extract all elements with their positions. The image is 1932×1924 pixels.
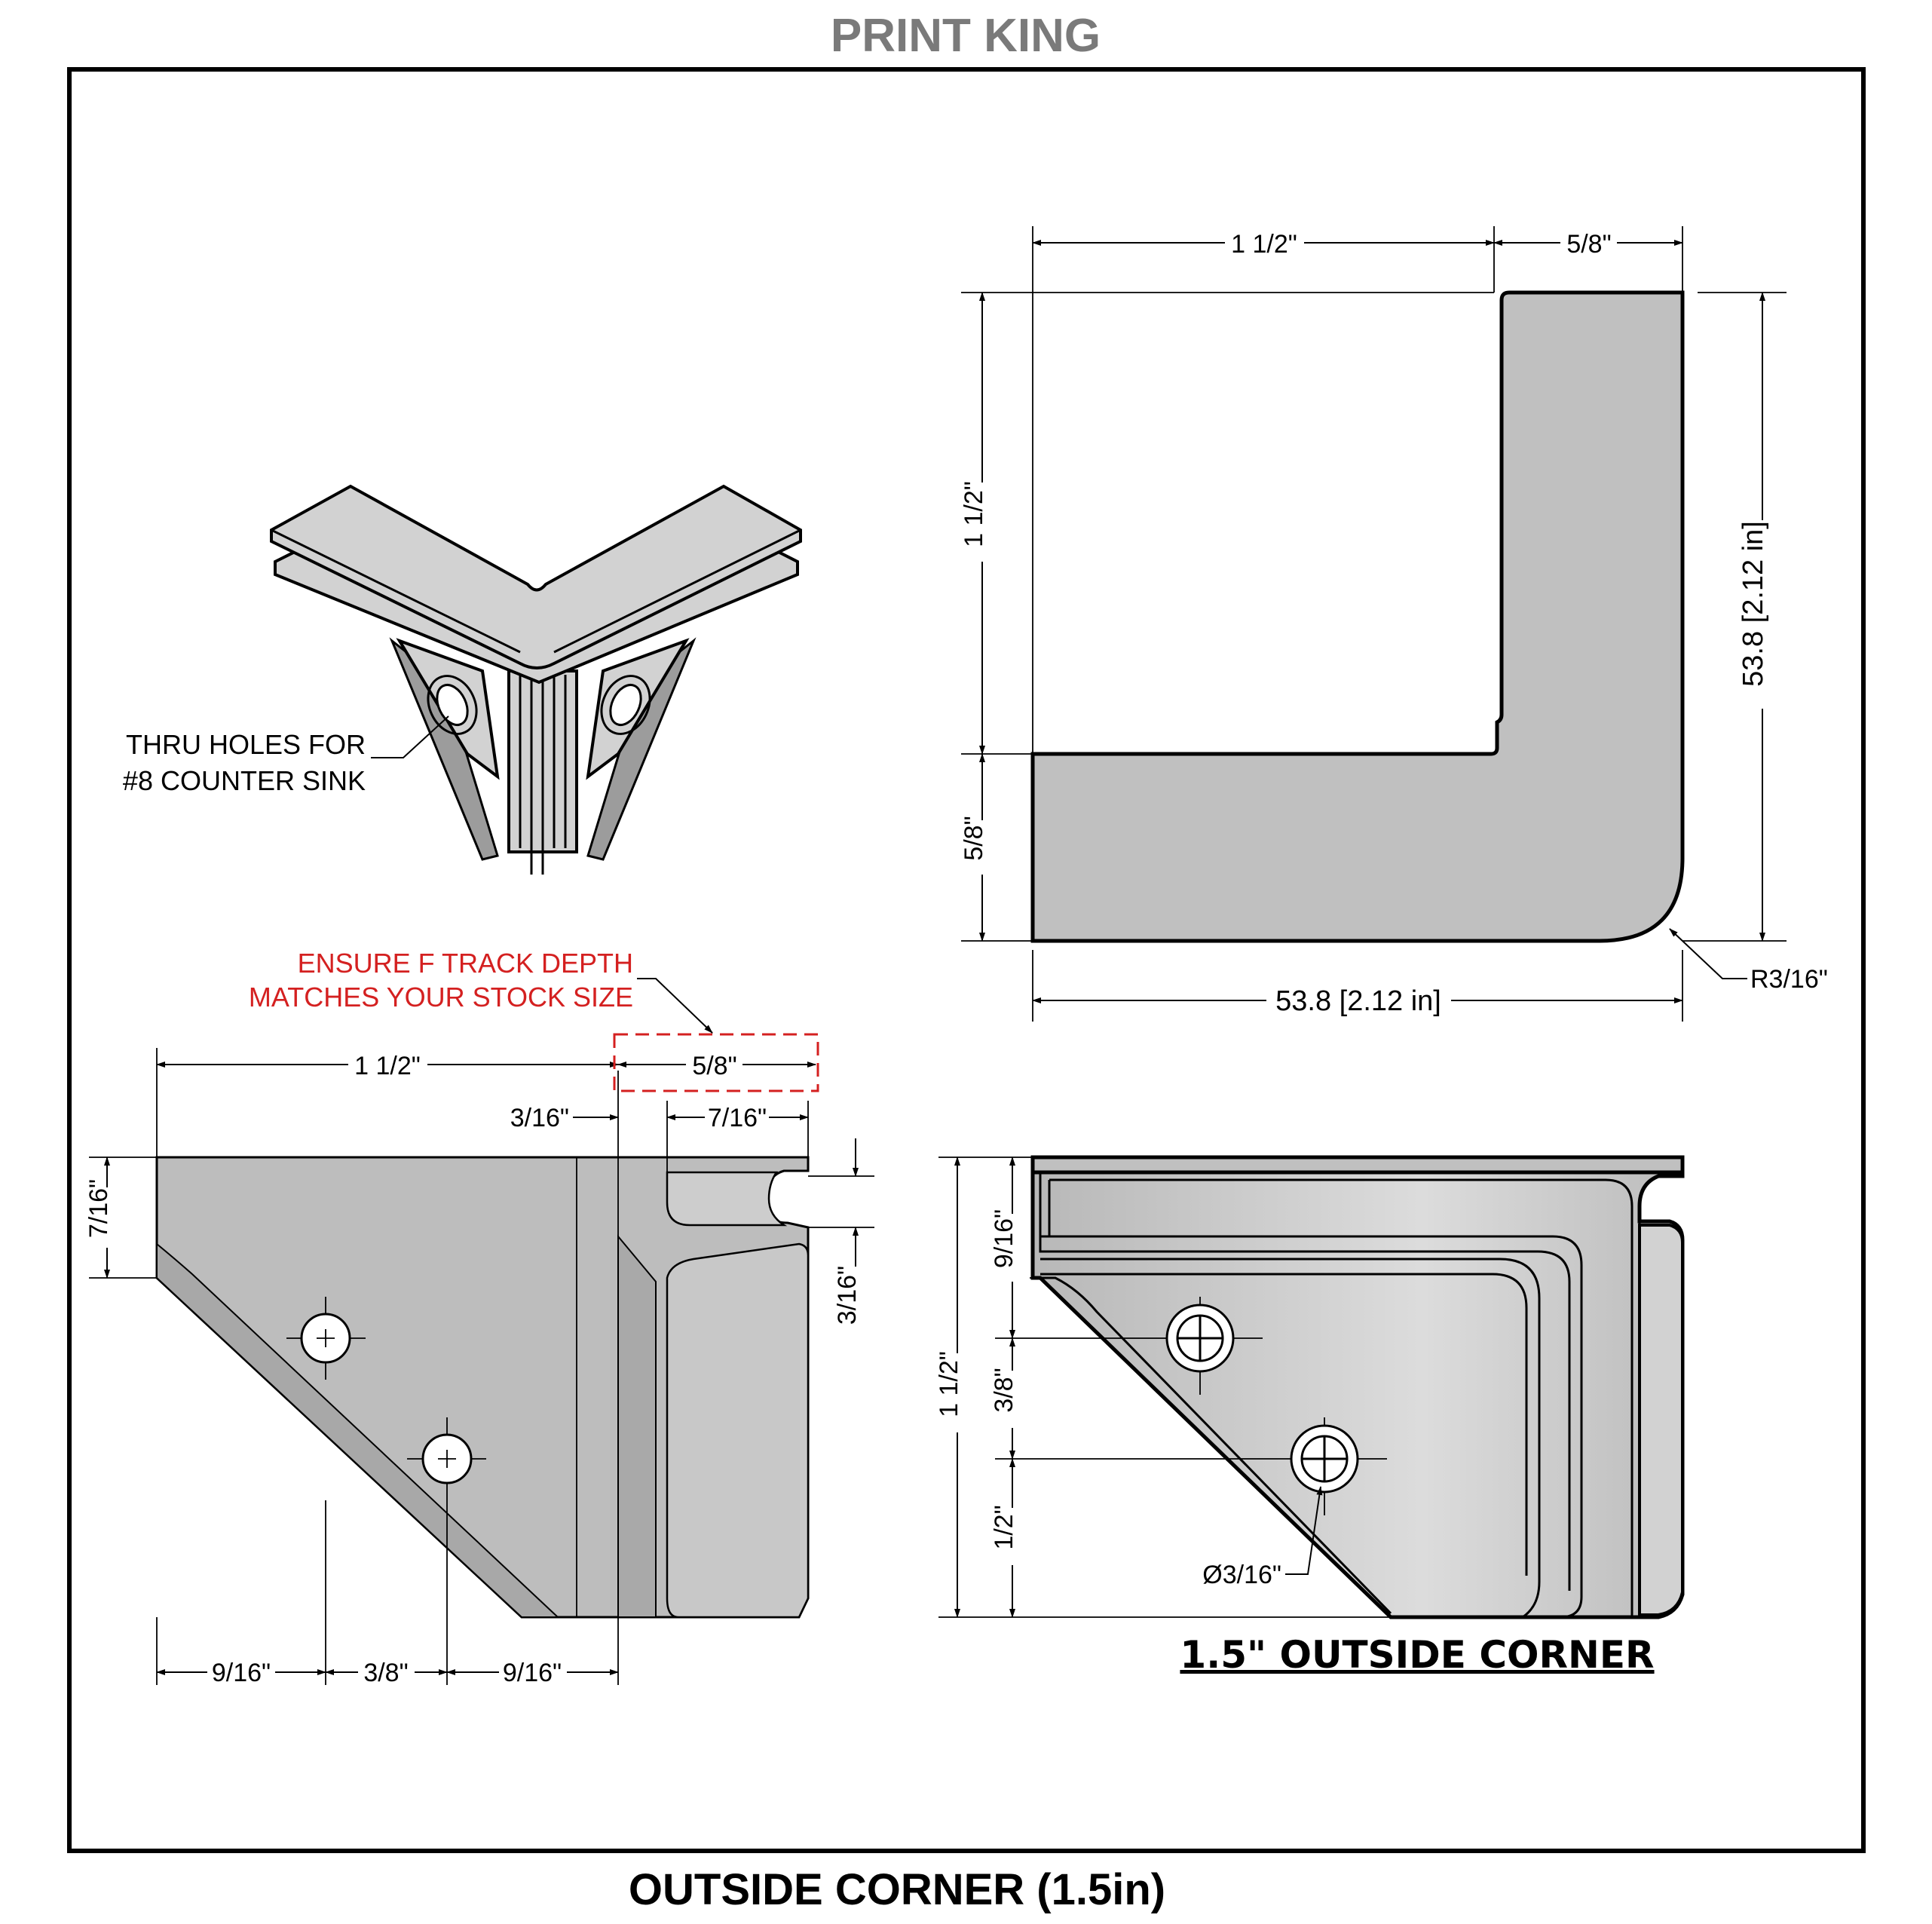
front-view-body xyxy=(1030,1155,1685,1619)
side-warning-line1: ENSURE F TRACK DEPTH xyxy=(298,948,633,979)
iso-hole-right-icon xyxy=(609,684,642,726)
side-dim-top-left: 1 1/2" xyxy=(354,1052,421,1080)
side-dim-right-height: 3/16" xyxy=(833,1266,862,1325)
front-dim-left-a: 9/16" xyxy=(990,1209,1018,1268)
front-dim-left-c: 1/2" xyxy=(990,1505,1018,1549)
side-dim-left-height: 7/16" xyxy=(84,1179,113,1238)
side-dim-bottom-b: 3/8" xyxy=(363,1659,408,1687)
side-dim-top-right: 5/8" xyxy=(692,1052,736,1080)
side-warning-line2: MATCHES YOUR STOCK SIZE xyxy=(249,982,633,1013)
iso-plate-upper xyxy=(270,484,802,669)
front-top-plate xyxy=(1030,1155,1685,1175)
side-view-slope xyxy=(156,1242,560,1618)
front-dim-hole-dia: Ø3/16" xyxy=(1202,1561,1281,1589)
top-dim-top-right: 5/8" xyxy=(1566,230,1611,259)
top-dim-left-lower: 5/8" xyxy=(960,816,988,860)
drawing-border xyxy=(67,67,1866,1853)
side-dim-bottom-c: 9/16" xyxy=(503,1659,562,1687)
side-dim-gap: 3/16" xyxy=(510,1104,569,1132)
top-dim-right-total: 53.8 [2.12 in] xyxy=(1738,521,1769,687)
side-view-slot xyxy=(666,1171,788,1227)
side-view-web xyxy=(617,1234,657,1618)
front-view: 1 1/2" 9/16" 3/8" 1/2" Ø3/16" 1.5" OUTSI… xyxy=(935,1155,1685,1677)
top-dim-radius: R3/16" xyxy=(1750,965,1828,994)
side-view: 1 1/2" 5/8" 3/16" 7/16" 7/16" 3/16" 9/16… xyxy=(84,948,874,1690)
side-dim-bottom-a: 9/16" xyxy=(212,1659,271,1687)
top-dim-left-upper: 1 1/2" xyxy=(960,481,988,547)
side-dim-channel: 7/16" xyxy=(708,1104,767,1132)
drawing-title: OUTSIDE CORNER (1.5in) xyxy=(629,1865,1165,1914)
top-view: 1 1/2" 5/8" 1 1/2" 5/8" 53.8 [2.12 in] 5… xyxy=(960,225,1828,1022)
front-dim-left-total: 1 1/2" xyxy=(935,1351,963,1417)
iso-view: THRU HOLES FOR #8 COUNTER SINK xyxy=(123,484,802,875)
front-subtitle: 1.5" OUTSIDE CORNER xyxy=(1180,1633,1654,1677)
side-warning-box xyxy=(613,1033,819,1092)
iso-callout-line1: THRU HOLES FOR xyxy=(126,729,366,760)
top-view-part xyxy=(1030,290,1685,943)
iso-callout-line2: #8 COUNTER SINK xyxy=(123,765,366,796)
top-dim-top-left: 1 1/2" xyxy=(1231,230,1297,259)
side-view-track xyxy=(666,1242,810,1619)
iso-hole-left-icon xyxy=(436,684,469,726)
top-dim-bottom-total: 53.8 [2.12 in] xyxy=(1275,985,1441,1017)
front-dim-left-b: 3/8" xyxy=(990,1368,1018,1412)
brand-title: PRINT KING xyxy=(831,10,1101,62)
